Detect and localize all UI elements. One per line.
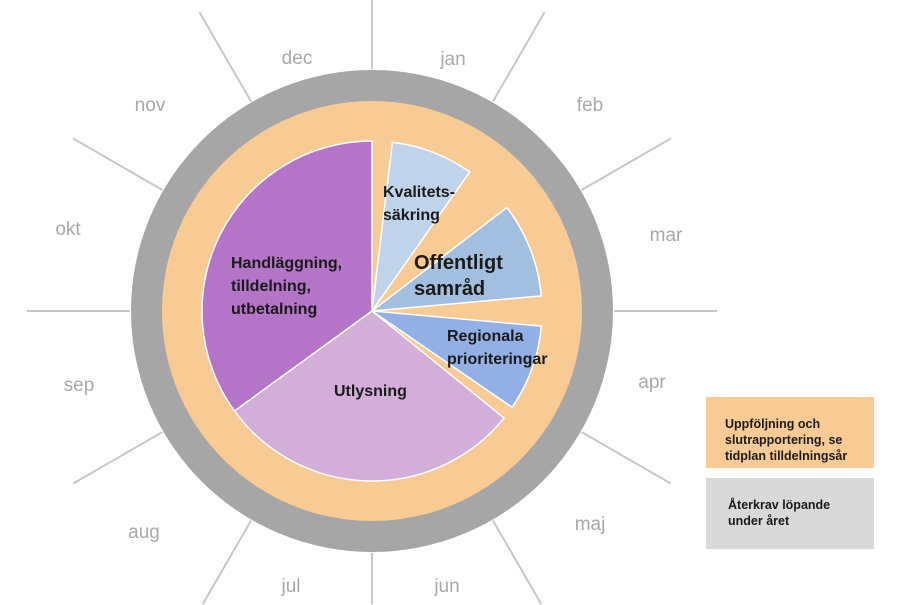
- legend-follow-up: Uppföljning och slutrapportering, se tid…: [706, 397, 874, 468]
- sector-label-offentligt-samrad: Offentligt samråd: [414, 252, 503, 300]
- month-divider: [492, 520, 543, 605]
- sector-offentligt-samrad: [369, 206, 543, 312]
- month-label-sep: sep: [63, 375, 95, 396]
- sector-utlysning: [233, 310, 506, 482]
- month-label-dec: dec: [281, 48, 313, 69]
- month-label-mar: mar: [649, 225, 683, 246]
- month-label-apr: apr: [638, 372, 666, 393]
- month-label-okt: okt: [55, 219, 81, 240]
- month-divider: [201, 520, 252, 605]
- month-label-maj: maj: [574, 514, 606, 535]
- month-label-feb: feb: [576, 95, 604, 116]
- month-label-jun: jun: [434, 576, 460, 597]
- sector-label-utlysning: Utlysning: [334, 383, 407, 400]
- month-label-aug: aug: [128, 522, 160, 543]
- month-label-jan: jan: [440, 49, 466, 70]
- sector-label-handlaggning: Handläggning, tilldelning, utbetalning: [231, 255, 343, 318]
- legend-follow-up-label: Uppföljning och slutrapportering, se tid…: [725, 417, 848, 463]
- month-divider: [492, 11, 546, 102]
- month-divider: [72, 137, 163, 191]
- month-divider: [72, 431, 163, 485]
- month-divider: [581, 431, 672, 485]
- sector-label-kvalitetssakring: Kvalitets- säkring: [383, 184, 456, 224]
- month-label-nov: nov: [134, 95, 166, 116]
- month-divider: [198, 11, 252, 102]
- sector-kvalitetssakring: [371, 141, 471, 312]
- legend-recovery: Återkrav löpande under året: [706, 478, 874, 549]
- sector-label-regionala-prioriteringar: Regionala prioriteringar: [447, 328, 548, 368]
- legend-recovery-label: Återkrav löpande under året: [728, 498, 831, 528]
- sector-handlaggning: [201, 140, 373, 412]
- sector-regionala-prioriteringar: [369, 309, 543, 409]
- month-label-jul: jul: [281, 576, 301, 597]
- month-divider: [581, 137, 672, 191]
